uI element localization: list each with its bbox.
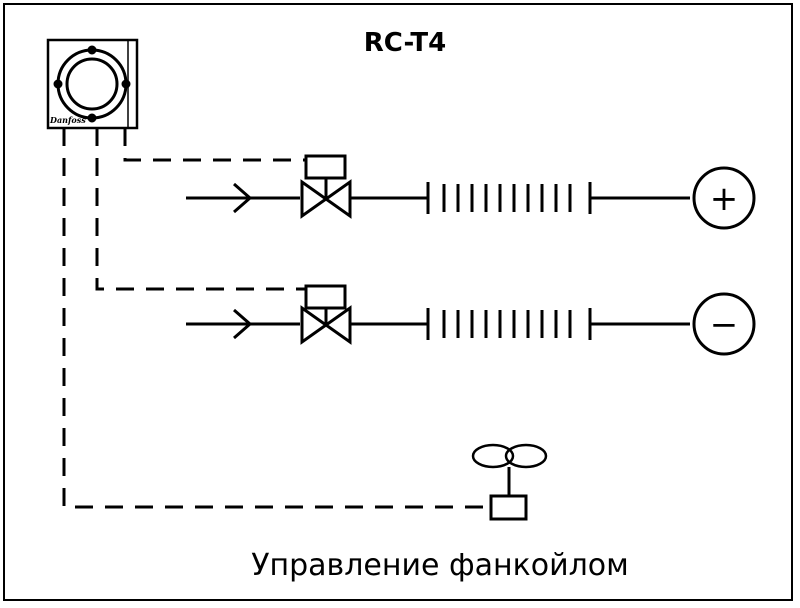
thermostat-icon	[46, 38, 139, 130]
supply-sign: +	[710, 179, 739, 219]
actuator-icon	[304, 284, 347, 310]
flow-arrow-icon	[186, 182, 300, 214]
supply-sign-circle	[692, 166, 756, 230]
return-sign: −	[710, 305, 739, 345]
diagram-frame	[3, 3, 793, 601]
control-line-fan	[62, 128, 490, 509]
actuator-icon	[304, 154, 347, 180]
control-line-valve-1	[123, 128, 306, 162]
return-sign-circle	[692, 292, 756, 356]
valve-icon	[300, 178, 352, 219]
coil-icon	[426, 182, 592, 214]
flow-arrow-icon	[186, 308, 300, 340]
control-line-valve-2	[95, 128, 306, 291]
fan-icon	[471, 443, 548, 521]
coil-icon	[426, 308, 592, 340]
diagram-caption: Управление фанкойлом	[251, 548, 629, 583]
valve-icon	[300, 305, 352, 345]
thermostat-logo: Danfoss	[50, 115, 86, 125]
diagram-title: RC-T4	[363, 28, 447, 58]
